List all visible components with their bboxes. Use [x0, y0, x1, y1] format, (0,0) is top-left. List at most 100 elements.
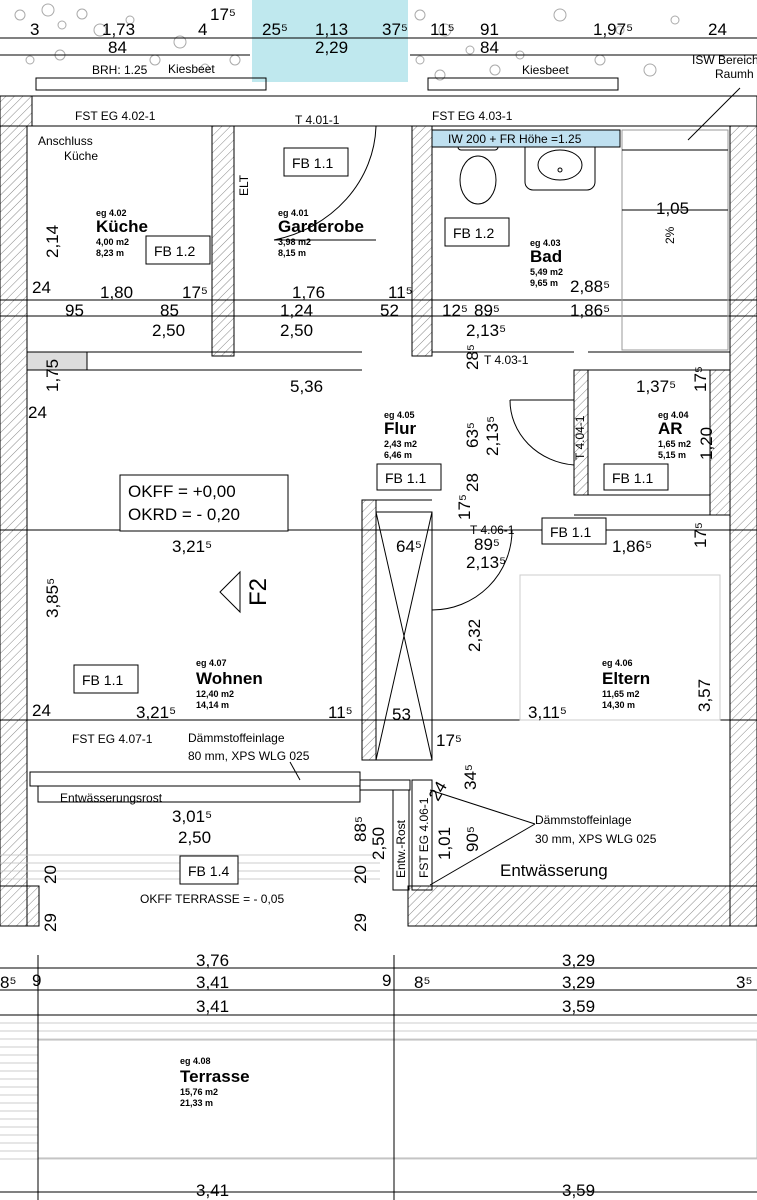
elt-label: ELT — [237, 174, 251, 196]
entw-rost-vertical: Entw.-Rost — [394, 819, 408, 878]
fst-403-label: FST EG 4.03-1 — [432, 109, 513, 123]
room-kueche-number: eg 4.02 — [96, 208, 127, 218]
room-eltern-number: eg 4.06 — [602, 658, 633, 668]
dim-250b: 2,50 — [280, 321, 313, 340]
dim-115b: 11⁵ — [328, 703, 353, 722]
dim-2135b: 2,13⁵ — [483, 416, 502, 456]
room-eltern-area: 11,65 m2 — [602, 689, 640, 699]
dim-1865b: 1,86⁵ — [612, 537, 652, 556]
dim-175a: 17⁵ — [182, 283, 208, 302]
dim-top-375: 37⁵ — [382, 20, 408, 39]
dim-top-115: 11⁵ — [430, 20, 455, 39]
dim-895b: 89⁵ — [474, 535, 500, 554]
bottom-dimension-lines — [0, 955, 757, 1200]
dim-9b: 9 — [382, 971, 391, 990]
dim-357: 3,57 — [695, 679, 714, 712]
dim-341b: 3,41 — [196, 997, 229, 1016]
dim-250d: 2,50 — [369, 827, 388, 860]
dim-top-1975: 1,97⁵ — [593, 20, 633, 39]
fb-garderobe: FB 1.1 — [292, 155, 333, 171]
room-kueche-area: 4,00 m2 — [96, 237, 129, 247]
door-t401-label: T 4.01-1 — [295, 113, 340, 127]
dim-3115: 3,11⁵ — [528, 703, 567, 722]
dim-120: 1,20 — [697, 427, 716, 460]
dim-101: 1,01 — [435, 827, 454, 860]
dim-345: 34⁵ — [461, 764, 480, 790]
dim-1865a: 1,86⁵ — [570, 301, 610, 320]
dim-top-3: 3 — [30, 20, 39, 39]
room-terrasse-area: 15,76 m2 — [180, 1087, 218, 1097]
okff-terrasse-label: OKFF TERRASSE = - 0,05 — [140, 892, 284, 906]
anschluss-label-1: Anschluss — [38, 134, 93, 148]
dim-2135a: 2,13⁵ — [466, 321, 506, 340]
room-ar-number: eg 4.04 — [658, 410, 689, 420]
dim-176: 1,76 — [292, 283, 325, 302]
room-bad-perimeter: 9,65 m — [530, 278, 558, 288]
dim-329b: 3,29 — [562, 973, 595, 992]
entwaesserungsrost-label: Entwässerungsrost — [60, 791, 163, 805]
fb-flur-2: FB 1.1 — [550, 524, 591, 540]
dim-175c: 17⁵ — [691, 366, 710, 392]
walls — [0, 95, 757, 927]
dim-3015: 3,01⁵ — [172, 807, 212, 826]
slope-label: 2% — [663, 226, 677, 244]
fst-402-label: FST EG 4.02-1 — [75, 109, 156, 123]
room-flur-name: Flur — [384, 419, 416, 438]
dim-359b: 3,59 — [562, 1181, 595, 1200]
dim-24b: 24 — [28, 403, 47, 422]
fb-kueche: FB 1.2 — [154, 243, 195, 259]
okff-label: OKFF = +0,00 — [128, 482, 236, 501]
daemm-30-label-2: 30 mm, XPS WLG 025 — [535, 832, 657, 846]
room-kueche-name: Küche — [96, 217, 148, 236]
door-t403-label: T 4.03-1 — [484, 353, 529, 367]
dim-29a: 29 — [41, 913, 60, 932]
dim-20b: 20 — [351, 865, 370, 884]
dim-top-84a: 84 — [108, 38, 127, 57]
window-kitchen — [35, 77, 267, 91]
top-dimension-lines — [0, 37, 757, 56]
f2-label: F2 — [245, 578, 272, 606]
entrance-area — [252, 0, 408, 82]
room-ar-name: AR — [658, 419, 683, 438]
dim-9a: 9 — [32, 971, 41, 990]
kiesbeet-right: Kiesbeet — [522, 63, 569, 77]
dim-232: 2,32 — [465, 619, 484, 652]
dim-175b: 1,75 — [43, 359, 62, 392]
threshold-left — [29, 771, 361, 787]
entwaesserung-label: Entwässerung — [500, 861, 608, 880]
fb-bad: FB 1.2 — [453, 225, 494, 241]
room-terrasse-name: Terrasse — [180, 1067, 250, 1086]
dim-top-173: 1,73 — [102, 20, 135, 39]
dim-53: 53 — [392, 705, 411, 724]
dim-250a: 2,50 — [152, 321, 185, 340]
isw-label-2: Raumh — [715, 67, 754, 81]
room-wohnen-area: 12,40 m2 — [196, 689, 234, 699]
door-t406-label: T 4.06-1 — [470, 523, 515, 537]
dim-1375: 1,37⁵ — [636, 377, 676, 396]
dim-180: 1,80 — [100, 283, 133, 302]
dim-895a: 89⁵ — [474, 301, 500, 320]
leader-lines — [289, 87, 741, 886]
dim-105: 1,05 — [656, 199, 689, 218]
dim-top-4: 4 — [198, 20, 207, 39]
dim-2885: 2,88⁵ — [570, 277, 610, 296]
dim-175e: 17⁵ — [691, 522, 710, 548]
kiesbeet-left: Kiesbeet — [168, 62, 215, 76]
anschluss-label-2: Küche — [64, 149, 98, 163]
dim-top-91: 91 — [480, 20, 499, 39]
dim-top-229: 2,29 — [315, 38, 348, 57]
room-kueche-perimeter: 8,23 m — [96, 248, 124, 258]
room-garderobe-number: eg 4.01 — [278, 208, 309, 218]
room-bad-name: Bad — [530, 247, 562, 266]
dim-3855: 3,85⁵ — [43, 578, 62, 618]
fb-terrasse: FB 1.4 — [188, 863, 229, 879]
dim-3215a: 3,21⁵ — [172, 537, 212, 556]
dim-115a: 11⁵ — [388, 283, 413, 302]
dim-341c: 3,41 — [196, 1181, 229, 1200]
room-flur-area: 2,43 m2 — [384, 439, 417, 449]
dim-175d: 17⁵ — [455, 494, 474, 520]
room-garderobe-name: Garderobe — [278, 217, 364, 236]
dim-85c: 8⁵ — [414, 973, 431, 992]
isw-label-1: ISW Bereich — [692, 53, 757, 67]
